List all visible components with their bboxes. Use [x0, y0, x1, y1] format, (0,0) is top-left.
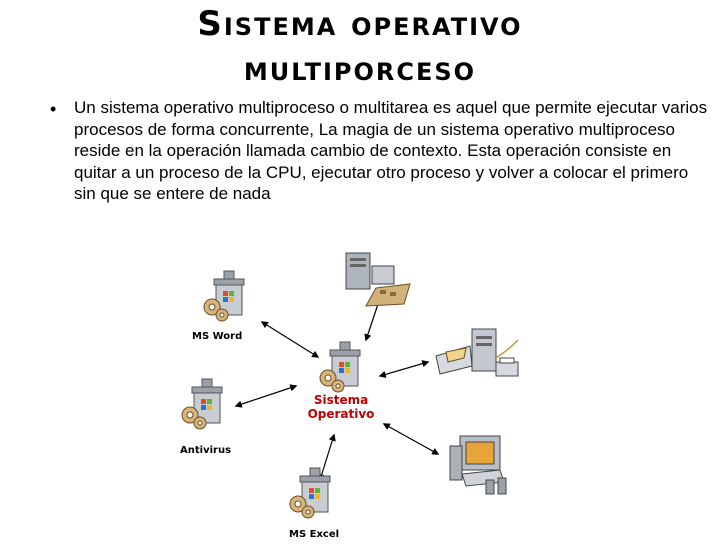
- title-line-2: multiporceso: [243, 49, 477, 89]
- excel-label: MS Excel: [289, 529, 339, 540]
- arrow-excel: [318, 433, 336, 482]
- server-computer-icon: [345, 252, 411, 307]
- os-label-line-2: Operativo: [308, 407, 375, 421]
- slide-title: Sistema operativo multiporceso: [90, 2, 630, 92]
- title-line-1: Sistema operativo: [197, 4, 523, 44]
- workstation-computer-icon: [449, 435, 507, 495]
- connection-arrows: [234, 296, 440, 482]
- word-process-icon: [203, 270, 245, 322]
- arrow-printer: [378, 360, 430, 378]
- os-label-line-1: Sistema: [314, 393, 368, 407]
- printer-computer-icon: [435, 328, 519, 377]
- word-label: MS Word: [192, 331, 242, 342]
- excel-process-icon: [289, 467, 331, 519]
- os-process-icon: [319, 341, 361, 393]
- antivirus-process-icon: [181, 378, 223, 430]
- antivirus-label: Antivirus: [180, 445, 231, 456]
- arrow-antivirus: [234, 384, 298, 408]
- arrow-word: [260, 321, 320, 358]
- bullet-text: Un sistema operativo multiproceso o mult…: [74, 98, 708, 203]
- bullet-point-icon: •: [50, 99, 57, 119]
- arrow-workstation: [382, 423, 440, 455]
